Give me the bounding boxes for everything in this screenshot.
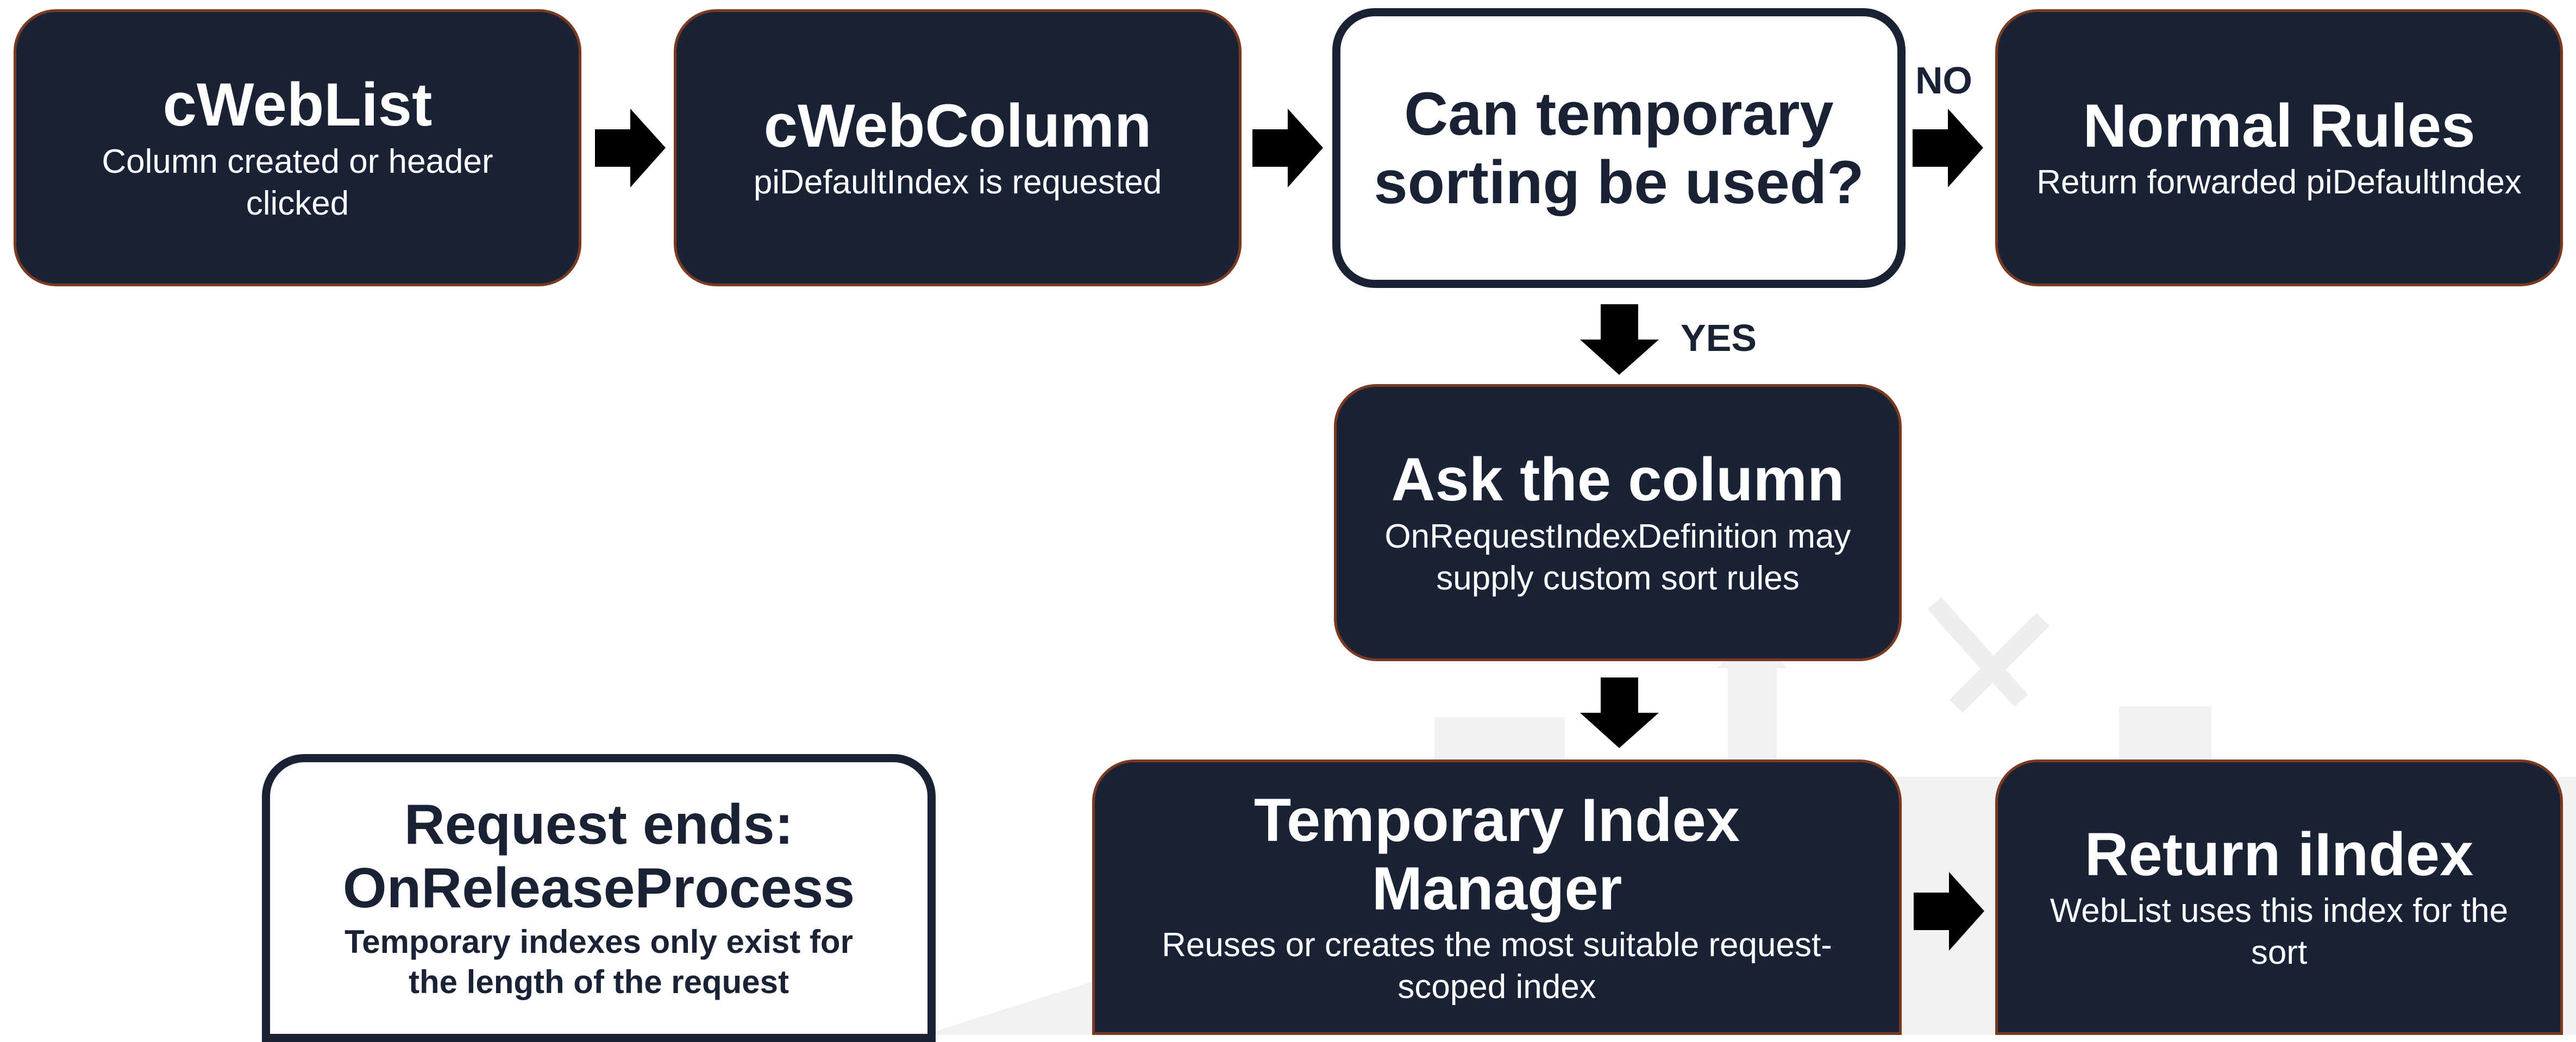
cweblist-subtitle: Column created or header clicked bbox=[102, 142, 493, 222]
watermark-windmill-icon bbox=[1927, 597, 2050, 713]
return-iindex-subtitle: WebList uses this index for the sort bbox=[2049, 892, 2509, 972]
ask-column-title: Ask the column bbox=[1391, 445, 1845, 514]
temp-index-manager-node: Temporary Index Manager Reuses or create… bbox=[1092, 759, 1902, 1035]
arrow-temp-index-to-return-iindex bbox=[1914, 872, 1984, 951]
cwebcolumn-node: cWebColumn piDefaultIndex is requested bbox=[674, 9, 1242, 286]
normal-rules-title: Normal Rules bbox=[2083, 91, 2475, 160]
cwebcolumn-subtitle: piDefaultIndex is requested bbox=[753, 164, 1162, 202]
cweblist-node: cWebList Column created or header clicke… bbox=[14, 9, 581, 286]
return-iindex-node: Return iIndex WebList uses this index fo… bbox=[1995, 759, 2563, 1035]
edge-label-no: NO bbox=[1915, 59, 1972, 102]
decision-node: Can temporary sorting be used? bbox=[1332, 8, 1906, 288]
ask-column-subtitle: OnRequestIndexDefinition may supply cust… bbox=[1384, 517, 1851, 597]
watermark-tower bbox=[1728, 668, 1777, 777]
request-ends-subtitle: Temporary indexes only exist for the len… bbox=[344, 924, 853, 1001]
edge-label-yes: YES bbox=[1681, 317, 1757, 359]
arrow-ask-column-to-temp-index bbox=[1580, 677, 1659, 748]
temp-index-manager-subtitle: Reuses or creates the most suitable requ… bbox=[1162, 926, 1832, 1006]
arrow-decision-to-normal-rules bbox=[1913, 109, 1983, 187]
ask-column-node: Ask the column OnRequestIndexDefinition … bbox=[1334, 384, 1902, 661]
arrow-cwebcolumn-to-decision bbox=[1252, 109, 1323, 187]
return-iindex-title: Return iIndex bbox=[2084, 820, 2474, 888]
arrow-cweblist-to-cwebcolumn bbox=[595, 109, 666, 187]
normal-rules-node: Normal Rules Return forwarded piDefaultI… bbox=[1995, 9, 2563, 286]
decision-question: Can temporary sorting be used? bbox=[1374, 80, 1864, 216]
arrow-decision-to-ask-column bbox=[1580, 304, 1659, 375]
cwebcolumn-title: cWebColumn bbox=[763, 91, 1152, 160]
request-ends-node: Request ends: OnReleaseProcess Temporary… bbox=[262, 754, 936, 1042]
normal-rules-subtitle: Return forwarded piDefaultIndex bbox=[2036, 164, 2522, 202]
cweblist-title: cWebList bbox=[162, 71, 433, 139]
temp-index-manager-title: Temporary Index Manager bbox=[1253, 786, 1740, 922]
request-ends-title: Request ends: OnReleaseProcess bbox=[342, 793, 855, 920]
